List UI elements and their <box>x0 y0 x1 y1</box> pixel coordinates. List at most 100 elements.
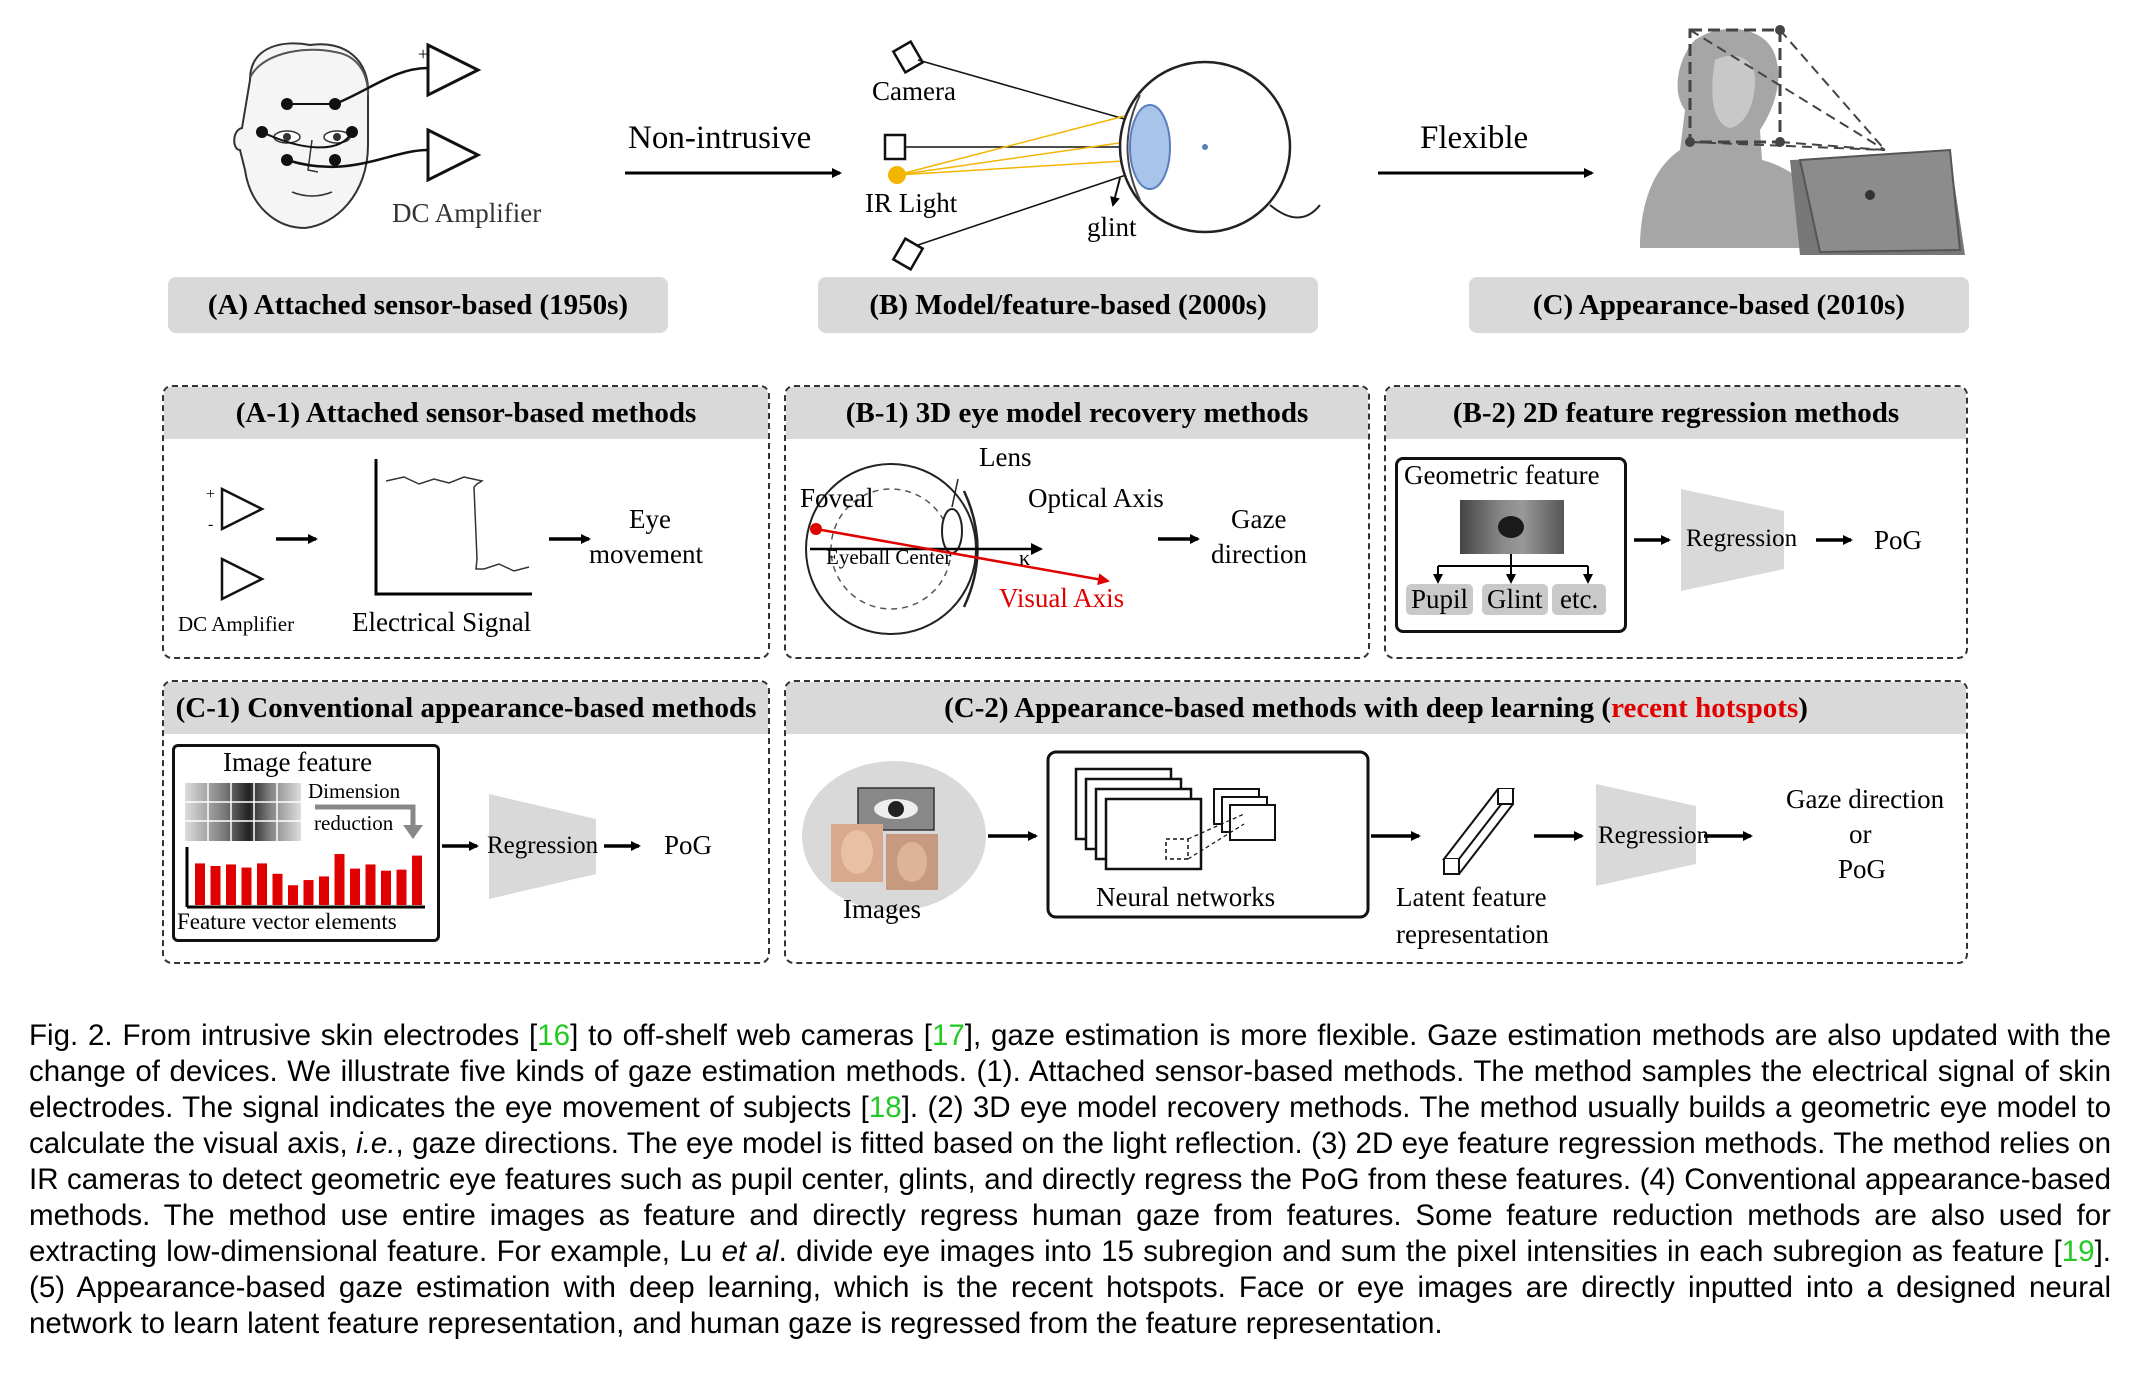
svg-text:-: - <box>208 516 213 533</box>
caption-ref-17[interactable]: 17 <box>931 1019 965 1052</box>
latent-feature-bar-icon <box>1441 788 1516 875</box>
c2-out-line2: or <box>1849 819 1872 849</box>
regression-trapezoid-icon <box>1596 784 1696 886</box>
c2-out-line1: Gaze direction <box>1786 784 1945 814</box>
panel-a1-title: (A-1) Attached sensor-based methods <box>164 387 768 439</box>
ir-light-label: IR Light <box>865 188 958 218</box>
head-with-electrodes-icon <box>233 42 429 230</box>
panel-c1-title: (C-1) Conventional appearance-based meth… <box>164 682 768 734</box>
b1-output-line1: Gaze <box>1231 504 1287 534</box>
b2-regression-diagram <box>1634 489 1853 591</box>
b1-visual-axis-label: Visual Axis <box>999 583 1125 613</box>
a1-output-line2: movement <box>589 539 703 569</box>
c1-regression-label: Regression <box>487 832 599 859</box>
feature-bar <box>365 864 376 905</box>
caption-ref-18[interactable]: 18 <box>868 1091 902 1124</box>
flexible-label: Flexible <box>1420 120 1528 156</box>
feature-bar <box>381 870 391 905</box>
amplifier-plus-icon <box>220 486 265 532</box>
feature-bar <box>226 864 236 905</box>
b2-etc-label: etc. <box>1552 584 1607 615</box>
top-illustrations: + DC Amplifier Non-intrusive Camera IR L… <box>233 25 1965 272</box>
feature-bar <box>303 880 314 905</box>
c1-feature-label: Image feature <box>223 747 373 777</box>
non-intrusive-label: Non-intrusive <box>628 120 811 156</box>
feature-bar <box>334 854 345 905</box>
regression-trapezoid-icon <box>1681 489 1784 591</box>
feature-bar <box>288 885 298 905</box>
c2-title-main: (C-2) Appearance-based methods with deep… <box>944 692 1612 724</box>
caption-text: Fig. 2. From intrusive skin electrodes [ <box>29 1019 538 1052</box>
c2-nn-label: Neural networks <box>1096 882 1276 912</box>
b1-foveal-label: Foveal <box>800 483 874 513</box>
eye-photo-icon <box>1460 500 1564 554</box>
feature-vector-bars <box>185 847 425 909</box>
c1-regression-diagram <box>442 794 641 899</box>
visual-axis-line <box>815 527 1110 586</box>
c2-latent-line1: Latent feature <box>1396 882 1547 912</box>
stage-b-label: (B) Model/feature-based (2000s) <box>818 277 1318 333</box>
b1-kappa-label: κ <box>1019 545 1031 570</box>
b2-glint-label: Glint <box>1482 584 1548 615</box>
b2-pog-label: PoG <box>1874 525 1923 555</box>
panel-a1: (A-1) Attached sensor-based methods +- D… <box>162 385 770 659</box>
caption-ref-19[interactable]: 19 <box>2061 1235 2095 1268</box>
c2-title-end: ) <box>1798 692 1808 724</box>
dc-amplifier-icon: + <box>418 42 482 183</box>
caption-text: ]. (5) Appearance-based gaze estimation … <box>29 1235 2111 1340</box>
svg-text:+: + <box>206 486 215 503</box>
b1-eyeball-center-label: Eyeball Center <box>826 545 952 569</box>
feature-bar <box>195 863 205 905</box>
caption-text: ]. (2) 3D eye model recovery methods. Th… <box>29 1091 2111 1160</box>
b2-feature-box: Geometric feature Pupil Glint etc. <box>1395 457 1627 633</box>
svg-text:+: + <box>418 44 428 64</box>
b1-output-line2: direction <box>1211 539 1307 569</box>
camera-label: Camera <box>872 76 956 106</box>
amplifier-icon <box>220 556 265 602</box>
caption-text: ], gaze estimation is more flexible. Gaz… <box>29 1019 2111 1124</box>
panel-b1-title: (B-1) 3D eye model recovery methods <box>786 387 1368 439</box>
feature-bar <box>272 873 283 905</box>
electrical-signal-icon <box>374 459 532 596</box>
gaze-methods-figure: + DC Amplifier Non-intrusive Camera IR L… <box>162 25 1969 964</box>
c1-dim-line2: reduction <box>314 811 394 835</box>
camera-icon <box>883 39 925 272</box>
feature-bar <box>350 868 360 905</box>
c1-dim-line1: Dimension <box>308 779 401 803</box>
panel-c2-title: (C-2) Appearance-based methods with deep… <box>786 682 1966 734</box>
b2-regression-label: Regression <box>1686 525 1798 552</box>
feature-bar <box>396 869 407 905</box>
panel-a1-diagram: +- <box>206 459 591 602</box>
c1-vector-label: Feature vector elements <box>177 909 397 934</box>
c2-latent-line2: representation <box>1396 919 1549 949</box>
panel-c1: (C-1) Conventional appearance-based meth… <box>162 680 770 964</box>
b2-pupil-label: Pupil <box>1406 584 1474 615</box>
regression-trapezoid-icon <box>489 794 596 899</box>
caption-text: . divide eye images into 15 subregion an… <box>778 1235 2062 1268</box>
c1-pog-label: PoG <box>664 830 713 860</box>
caption-italic-etal: et al <box>721 1235 779 1268</box>
c2-regression-label: Regression <box>1598 822 1710 849</box>
panel-b1: (B-1) 3D eye model recovery methods Lens… <box>784 385 1370 659</box>
feature-bar <box>210 866 221 905</box>
b1-lens-label: Lens <box>979 442 1032 472</box>
feature-bar <box>412 855 422 905</box>
stage-a-label: (A) Attached sensor-based (1950s) <box>168 277 668 333</box>
c1-feature-box: Image feature Dimension reduction Feat <box>172 744 440 942</box>
c2-out-line3: PoG <box>1838 854 1887 884</box>
person-laptop-icon <box>1640 25 1965 255</box>
caption-ref-16[interactable]: 16 <box>537 1019 571 1052</box>
b2-feature-label: Geometric feature <box>1404 460 1600 490</box>
c2-diagram <box>802 750 1753 919</box>
glint-label: glint <box>1087 212 1137 242</box>
feature-bar <box>319 876 329 905</box>
caption-italic-ie: i.e. <box>356 1127 396 1160</box>
a1-output-line1: Eye <box>629 504 671 534</box>
dc-amplifier-label: DC Amplifier <box>392 198 541 228</box>
a1-amp-label: DC Amplifier <box>178 612 295 636</box>
b1-optical-axis-label: Optical Axis <box>1028 483 1164 513</box>
eyeball-icon <box>1118 60 1321 234</box>
caption-text: , gaze directions. The eye model is fitt… <box>29 1127 2111 1268</box>
caption-text: ] to off-shelf web cameras [ <box>570 1019 932 1052</box>
panel-b2: (B-2) 2D feature regression methods Geom… <box>1384 385 1968 659</box>
